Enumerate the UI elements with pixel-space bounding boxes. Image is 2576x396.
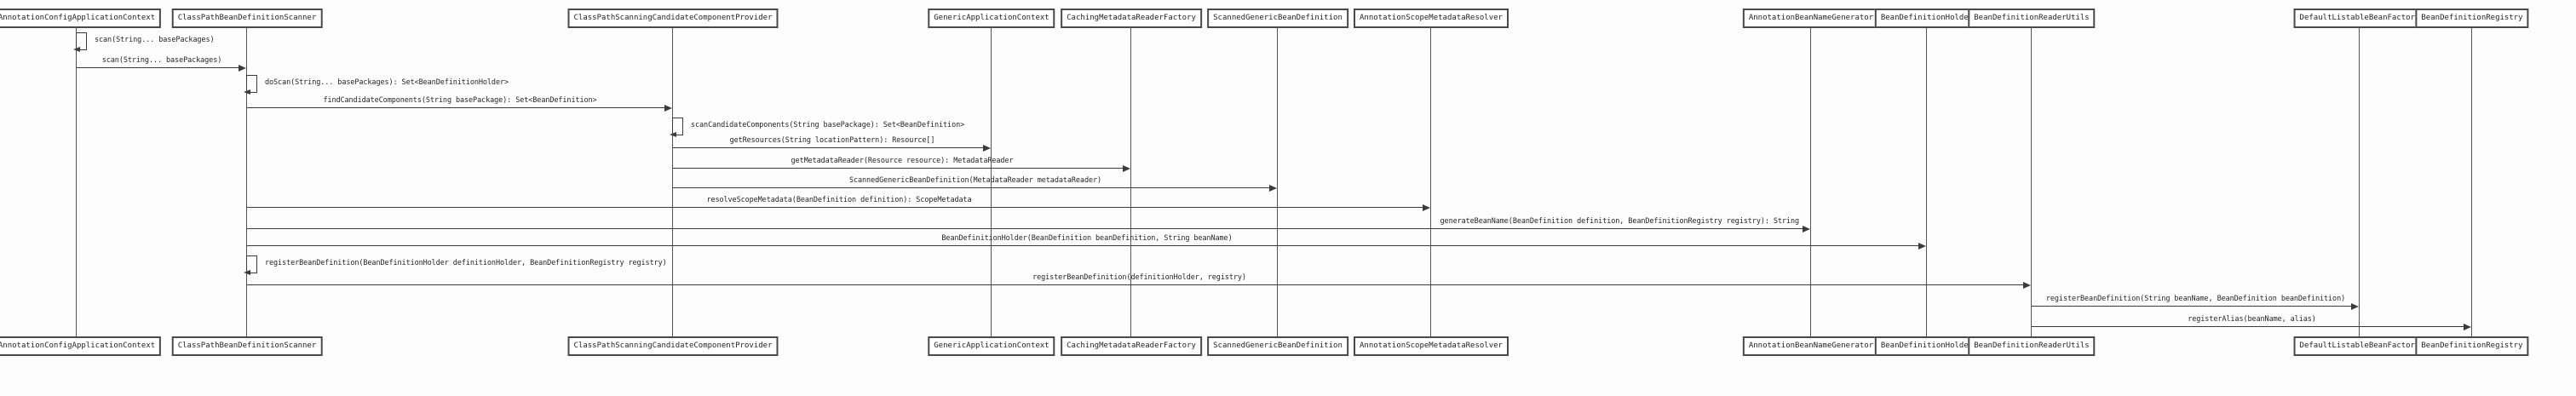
message-label: registerBeanDefinition(definitionHolder,… (1032, 273, 1246, 282)
arrowhead-icon (2464, 323, 2471, 330)
self-call-label: registerBeanDefinition(BeanDefinitionHol… (265, 259, 667, 267)
participant-box-bottom: AnnotationScopeMetadataResolver (1354, 336, 1509, 356)
message-line (77, 67, 244, 68)
lifeline (246, 26, 248, 337)
participant-box-bottom: GenericApplicationContext (928, 336, 1055, 356)
message-label: BeanDefinitionHolder(BeanDefinition bean… (941, 233, 1233, 243)
participant-box-top: BeanDefinitionHolder (1874, 9, 1980, 28)
participant-box-top: GenericApplicationContext (928, 9, 1055, 28)
message-label: registerAlias(beanName, alias) (2188, 314, 2316, 324)
arrowhead-icon (983, 144, 991, 152)
message-line (2032, 326, 2469, 327)
message-line (247, 207, 1428, 208)
message-label: getResources(String locationPattern): Re… (729, 135, 935, 145)
message-label: scan(String... basePackages) (101, 55, 222, 65)
self-call-label: scanCandidateComponents(String basePacka… (691, 121, 965, 129)
message-label: generateBeanName(BeanDefinition definiti… (1440, 216, 1800, 226)
arrowhead-icon (2351, 302, 2359, 310)
self-call-label: doScan(String... basePackages): Set<Bean… (265, 78, 509, 87)
self-call-activation (246, 75, 258, 93)
arrowhead-icon (1918, 242, 1926, 250)
arrowhead-icon (1423, 204, 1430, 211)
message-line (247, 245, 1923, 246)
message-label: resolveScopeMetadata(BeanDefinition defi… (706, 195, 972, 204)
message-line (247, 284, 2028, 285)
message-label: findCandidateComponents(String basePacka… (323, 95, 597, 105)
self-call-activation (672, 118, 684, 135)
participant-box-top: AnnotationConfigApplicationContext (0, 9, 162, 28)
arrowhead-icon (239, 64, 246, 72)
participant-box-bottom: DefaultListableBeanFactory (2293, 336, 2426, 356)
arrowhead-icon (664, 104, 672, 112)
participant-box-bottom: ClassPathScanningCandidateComponentProvi… (567, 336, 779, 356)
participant-box-bottom: ClassPathBeanDefinitionScanner (171, 336, 323, 356)
message-label: getMetadataReader(Resource resource): Me… (791, 156, 1014, 165)
lifeline (672, 26, 674, 337)
lifeline (2031, 26, 2033, 337)
participant-box-bottom: ScannedGenericBeanDefinition (1207, 336, 1348, 356)
self-call-activation (246, 255, 258, 273)
message-line (247, 107, 670, 108)
participant-box-top: ScannedGenericBeanDefinition (1207, 9, 1348, 28)
participant-box-top: DefaultListableBeanFactory (2293, 9, 2426, 28)
participant-box-bottom: BeanDefinitionHolder (1874, 336, 1980, 356)
lifeline (991, 26, 992, 337)
arrowhead-icon (1803, 225, 1810, 232)
lifeline (1130, 26, 1132, 337)
participant-box-top: BeanDefinitionRegistry (2415, 9, 2529, 28)
self-call-activation (76, 32, 88, 50)
message-line (673, 168, 1128, 169)
lifeline (1277, 26, 1279, 337)
participant-box-bottom: AnnotationBeanNameGenerator (1742, 336, 1880, 356)
return-arrowhead-icon (244, 270, 250, 275)
message-line (673, 187, 1274, 188)
message-line (673, 147, 988, 148)
message-line (2032, 306, 2356, 307)
arrowhead-icon (2023, 281, 2031, 289)
participant-box-top: ClassPathBeanDefinitionScanner (171, 9, 323, 28)
lifeline (1430, 26, 1432, 337)
participant-box-top: CachingMetadataReaderFactory (1061, 9, 1202, 28)
arrowhead-icon (1123, 164, 1130, 172)
return-arrowhead-icon (73, 47, 80, 52)
lifeline (1810, 26, 1812, 337)
participant-box-bottom: CachingMetadataReaderFactory (1061, 336, 1202, 356)
participant-box-bottom: BeanDefinitionRegistry (2415, 336, 2529, 356)
message-label: ScannedGenericBeanDefinition(MetadataRea… (848, 175, 1102, 185)
message-line (247, 228, 1808, 229)
participant-box-top: BeanDefinitionReaderUtils (1968, 9, 2096, 28)
message-label: registerBeanDefinition(String beanName, … (2045, 294, 2346, 303)
self-call-label: scan(String... basePackages) (95, 36, 215, 44)
lifeline (2471, 26, 2473, 337)
participant-box-top: AnnotationBeanNameGenerator (1742, 9, 1880, 28)
participant-box-top: AnnotationScopeMetadataResolver (1354, 9, 1509, 28)
arrowhead-icon (1269, 184, 1277, 192)
lifeline (1926, 26, 1928, 337)
participant-box-top: ClassPathScanningCandidateComponentProvi… (567, 9, 779, 28)
lifeline (2359, 26, 2360, 337)
participant-box-bottom: BeanDefinitionReaderUtils (1968, 336, 2096, 356)
lifeline (76, 26, 78, 337)
return-arrowhead-icon (670, 132, 676, 137)
return-arrowhead-icon (244, 89, 250, 95)
participant-box-bottom: AnnotationConfigApplicationContext (0, 336, 162, 356)
